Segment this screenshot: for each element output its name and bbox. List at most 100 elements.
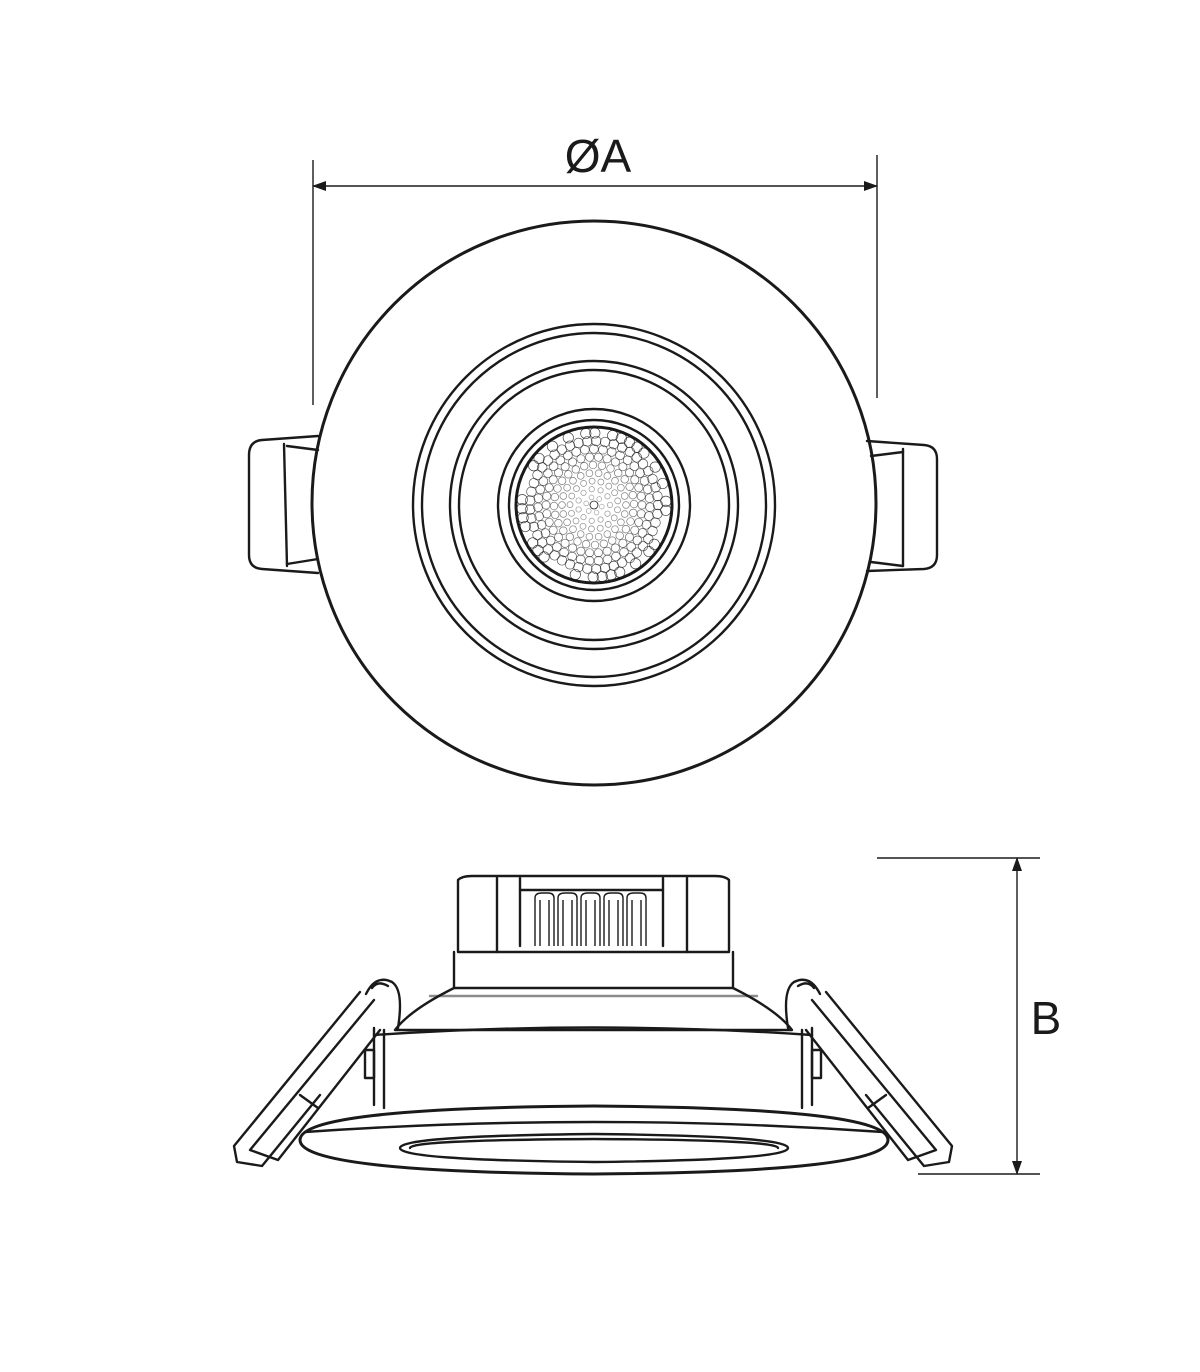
side-view: B (232, 857, 1062, 1176)
lens-cell (611, 551, 621, 562)
lens-cell (585, 508, 592, 514)
lens-cell (606, 447, 617, 457)
lens-cell (591, 563, 602, 575)
lens-cell (525, 504, 536, 515)
lens-cell (593, 509, 600, 516)
lens-cell (624, 552, 635, 564)
lens-cell (605, 569, 617, 581)
top-view: ØA (247, 130, 939, 787)
lens-cell (611, 489, 618, 497)
lens-cell (566, 501, 574, 508)
left-spring-clip (232, 978, 402, 1168)
lens-cell (559, 492, 568, 500)
lens-cell (527, 537, 539, 549)
lens-cell (569, 525, 577, 533)
lens-cell (516, 503, 528, 515)
lens-cell (542, 491, 552, 501)
lens-cell (620, 492, 629, 500)
lens-cell (594, 469, 603, 478)
lens-cell (567, 551, 577, 562)
lens-cell (585, 532, 594, 541)
lens-cell (581, 540, 591, 549)
lens-cell (593, 548, 603, 558)
lens-cell (635, 468, 645, 478)
lens-cell (650, 482, 661, 493)
lens-cell (563, 450, 573, 461)
lens-cell (598, 444, 608, 455)
lens-cell (604, 493, 611, 500)
lens-cell (614, 566, 626, 578)
lens-cell (611, 477, 619, 485)
lens-cell (608, 536, 617, 545)
trim-rings (310, 219, 878, 787)
lens-cell (573, 437, 584, 449)
lens-cell (594, 532, 603, 541)
lens-cell (597, 516, 604, 523)
lens-cell (615, 450, 625, 461)
lens-cell (626, 542, 636, 552)
dimension-a: ØA (312, 130, 878, 405)
lens-cell (614, 468, 623, 478)
dimension-b: B (877, 857, 1062, 1175)
lens-cell (553, 484, 562, 493)
lens-cell (560, 538, 570, 548)
lens-cell (607, 429, 619, 442)
dimension-a-label: ØA (565, 130, 632, 182)
dimension-b-label: B (1031, 992, 1062, 1044)
lens-cell (614, 506, 621, 514)
lens-cell (532, 469, 543, 481)
lens-cell (516, 494, 528, 506)
lens-cell (618, 462, 628, 472)
lens-cell (543, 468, 553, 479)
lens-cell (589, 427, 601, 439)
driver-housing (456, 874, 731, 954)
lens-cell (588, 477, 596, 485)
lens-cell (604, 510, 611, 517)
lens-cell (652, 499, 664, 511)
lens-cell (632, 535, 643, 546)
lens-cell (619, 547, 629, 558)
lens-cell (630, 558, 642, 570)
lens-cell (638, 447, 650, 459)
lens-cell (560, 462, 570, 472)
lens-cell (576, 454, 586, 464)
lens-cell (625, 468, 634, 478)
lens-cell (597, 487, 604, 494)
lens-cell (622, 501, 630, 509)
lens-cell (596, 570, 608, 583)
lens-cell (558, 501, 566, 509)
lens-cell (634, 483, 644, 493)
lens-cell (614, 497, 622, 505)
lens-cell (569, 477, 577, 485)
lens-cell (548, 461, 559, 472)
lens-cell (540, 528, 551, 538)
lens-cell (525, 495, 536, 506)
lens-cell (641, 520, 652, 530)
heatsink-fins (534, 892, 647, 946)
lens-cell (585, 452, 595, 462)
led-lens (514, 425, 674, 585)
lens-cell (620, 510, 629, 518)
lens-cell (562, 432, 574, 444)
lens-cell (606, 464, 615, 473)
lens-cell (588, 486, 595, 493)
lens-cell (559, 526, 568, 535)
lens-cell (591, 435, 602, 447)
lens-cell (593, 452, 603, 462)
lens-cell (576, 530, 585, 538)
lens-cell (565, 532, 574, 542)
lens-cell (556, 555, 568, 566)
lens-cell (588, 517, 595, 524)
lens-cell (643, 545, 655, 558)
lens-cell (637, 528, 648, 538)
lens-cell (652, 490, 663, 502)
lens-cell (588, 460, 598, 470)
lens-cell (615, 531, 624, 540)
lens-cell (532, 544, 544, 556)
lens-cell (610, 457, 620, 467)
lens-cell (533, 452, 545, 465)
lens-cell (617, 518, 625, 527)
lens-cell (568, 457, 578, 467)
lens-cell (568, 492, 576, 500)
